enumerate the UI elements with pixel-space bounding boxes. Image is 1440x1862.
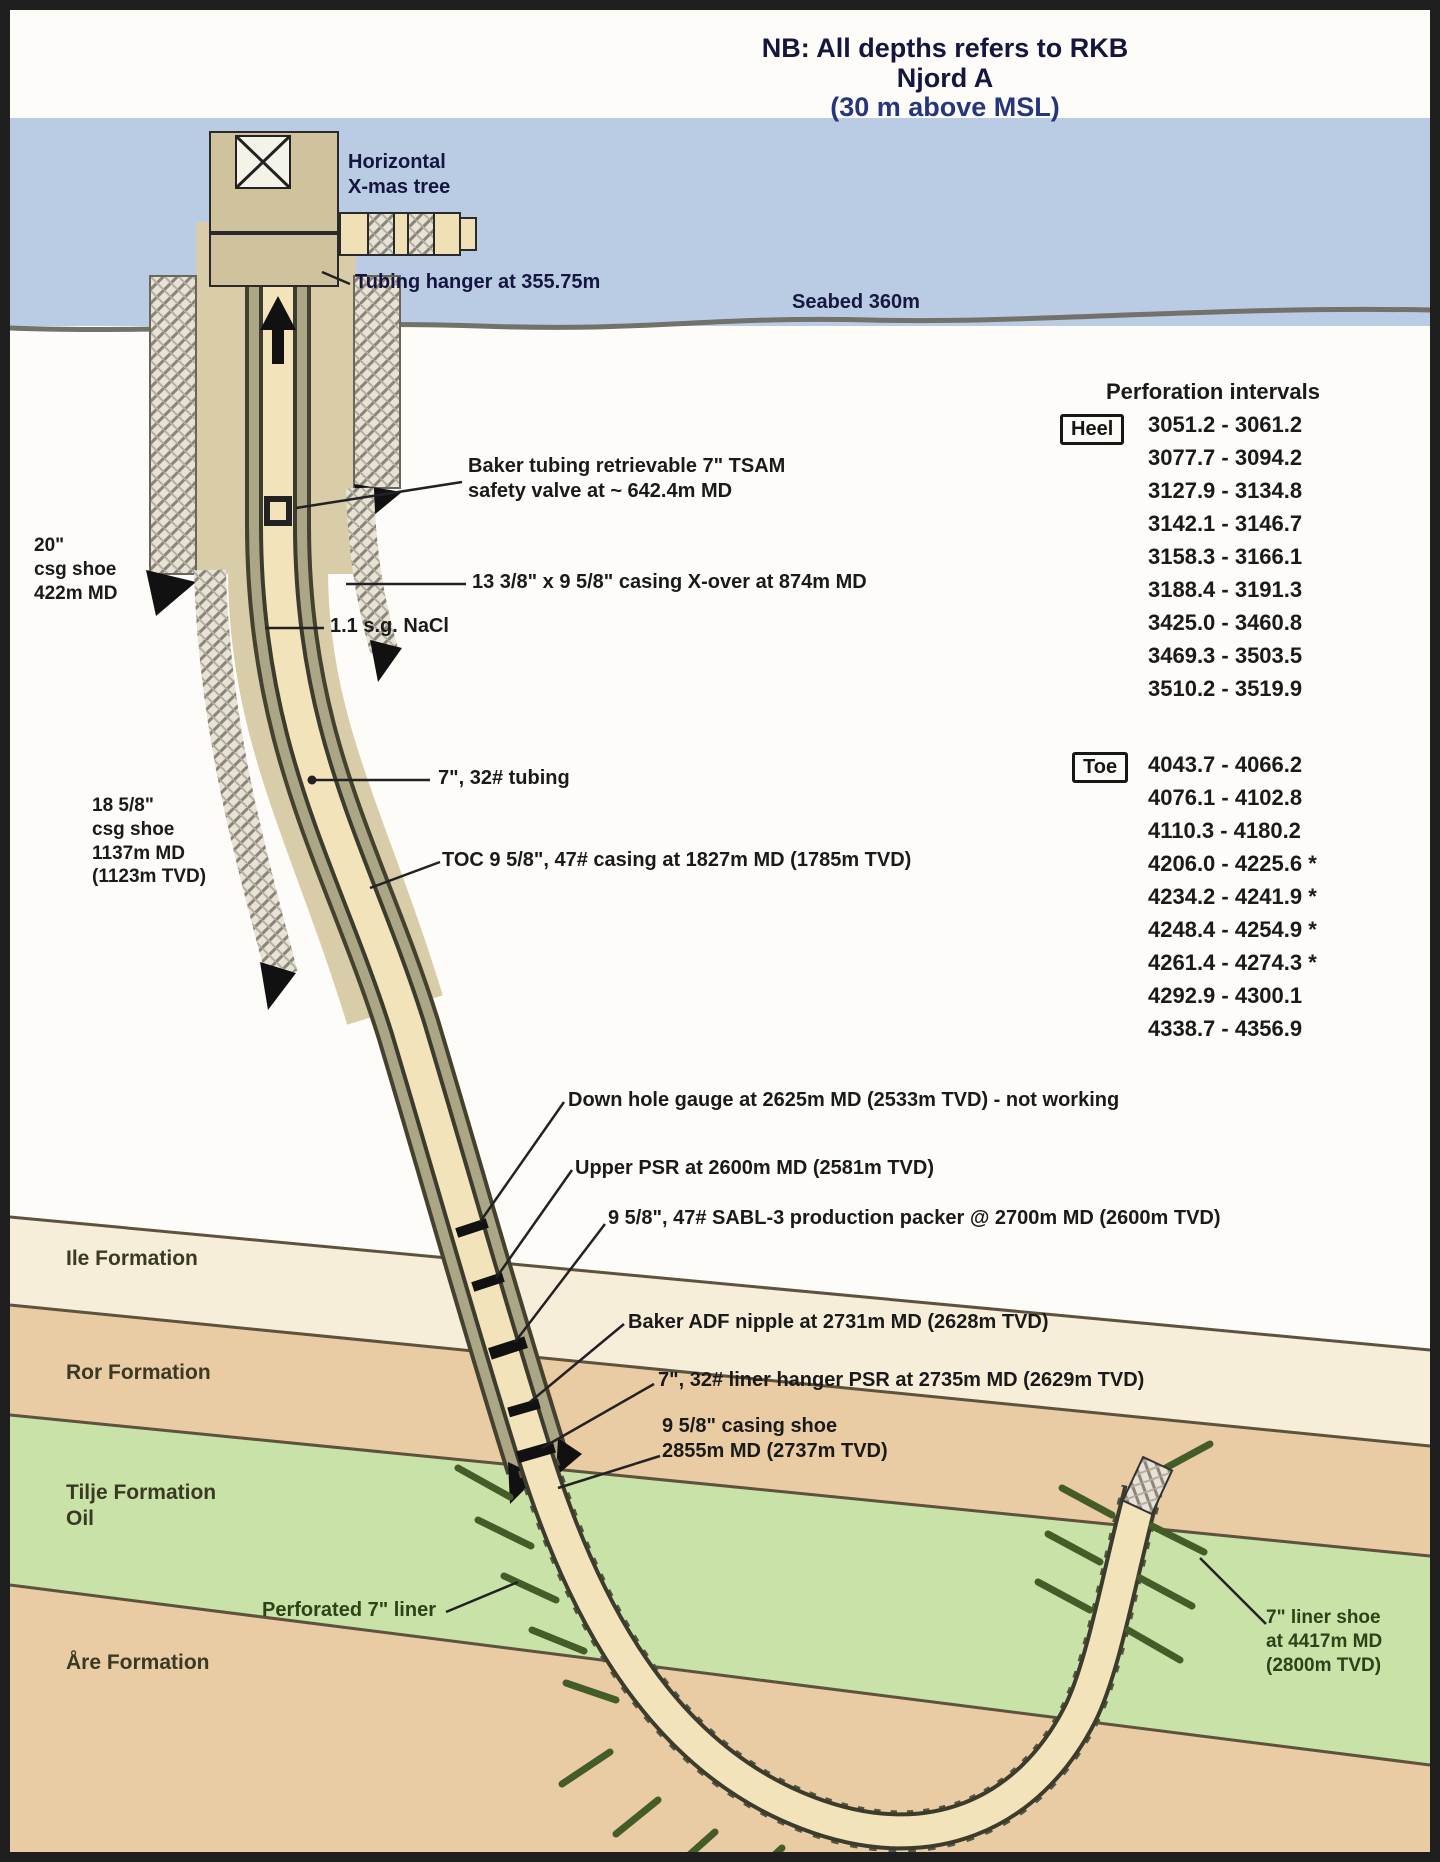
perforation-group-tag-heel: Heel <box>1060 414 1125 445</box>
perforation-intervals-header: Perforation intervals <box>1106 379 1320 404</box>
perf-interval: 4076.1 - 4102.8 <box>1148 785 1303 810</box>
perf-interval: 3077.7 - 3094.2 <box>1148 445 1303 470</box>
title-line-3: (30 m above MSL) <box>830 92 1060 123</box>
formation-label-are: Åre Formation <box>66 1651 210 1674</box>
production-packer-symbol <box>488 1336 528 1360</box>
perforated-liner-label: Perforated 7" liner <box>262 1599 436 1621</box>
perf-interval: 3510.2 - 3519.9 <box>1148 676 1303 701</box>
perf-interval: 4206.0 - 4225.6 * <box>1148 851 1317 876</box>
liner-shoe-label-line3: (2800m TVD) <box>1266 1654 1382 1676</box>
tubing-hanger-label: Tubing hanger at 355.75m <box>355 271 601 293</box>
casing-18-5-8 <box>194 487 402 1010</box>
csg18-label-line4: (1123m TVD) <box>92 866 207 888</box>
csg18-label-line2: csg shoe <box>92 818 175 840</box>
formation-label-tilje: Tilje Formation <box>66 1481 217 1504</box>
are-formation-band <box>10 1585 1430 1852</box>
tubing-string <box>259 150 1161 1851</box>
perf-interval: 3469.3 - 3503.5 <box>1148 643 1303 668</box>
perf-interval: 4261.4 - 4274.3 * <box>1148 950 1317 975</box>
xmas-tree-label-line1: Horizontal <box>348 151 446 173</box>
packer-label: 9 5/8", 47# SABL-3 production packer @ 2… <box>608 1207 1221 1229</box>
wellhead <box>209 131 477 287</box>
safety-valve-label-line1: Baker tubing retrievable 7" TSAM <box>468 455 786 477</box>
perf-interval: 3051.2 - 3061.2 <box>1148 412 1303 437</box>
title-block: NB: All depths refers to RKB Njord A (30… <box>740 33 1150 123</box>
perforation-group-tag-toe: Toe <box>1072 752 1129 783</box>
adf-nipple-label: Baker ADF nipple at 2731m MD (2628m TVD) <box>628 1311 1049 1333</box>
csg18-shoe-left <box>260 962 296 1010</box>
casing-shoe-label-line1: 9 5/8" casing shoe <box>662 1415 838 1437</box>
perf-interval: 3127.9 - 3134.8 <box>1148 478 1303 503</box>
perf-interval: 3142.1 - 3146.7 <box>1148 511 1303 536</box>
perf-interval: 4234.2 - 4241.9 * <box>1148 884 1317 909</box>
tubing-label: 7", 32# tubing <box>438 767 570 789</box>
perforation-spikes <box>454 1440 1214 1852</box>
liner-toe-cap <box>1121 1455 1174 1516</box>
upper-psr-label: Upper PSR at 2600m MD (2581m TVD) <box>575 1157 935 1179</box>
csg20-label-line3: 422m MD <box>34 582 118 604</box>
casing-shoe-label-line2: 2855m MD (2737m TVD) <box>662 1440 888 1462</box>
formation-label-tilje-oil: Oil <box>66 1507 95 1531</box>
liner-hanger-label: 7", 32# liner hanger PSR at 2735m MD (26… <box>658 1369 1145 1391</box>
csg18-label-line3: 1137m MD <box>92 842 185 864</box>
csg20-label-line1: 20" <box>34 535 65 556</box>
formation-label-ile: Ile Formation <box>66 1247 198 1270</box>
seabed-label: Seabed 360m <box>792 291 920 313</box>
nacl-label: 1.1 s.g. NaCl <box>330 615 449 637</box>
perf-interval: 4043.7 - 4066.2 <box>1148 752 1303 777</box>
xover-label: 13 3/8" x 9 5/8" casing X-over at 874m M… <box>472 571 867 593</box>
gauge-label: Down hole gauge at 2625m MD (2533m TVD) … <box>568 1089 1120 1111</box>
csg18-shoe-right <box>370 640 402 682</box>
perf-interval: 4292.9 - 4300.1 <box>1148 983 1303 1008</box>
perf-interval: 4338.7 - 4356.9 <box>1148 1016 1303 1041</box>
liner-shoe-label-line1: 7" liner shoe <box>1266 1607 1381 1628</box>
toc-label: TOC 9 5/8", 47# casing at 1827m MD (1785… <box>442 849 912 871</box>
downhole-gauge-symbol <box>455 1218 489 1238</box>
downhole-items <box>455 1218 556 1464</box>
csg18-label-line1: 18 5/8" <box>92 795 154 816</box>
safety-valve-label-line2: safety valve at ~ 642.4m MD <box>468 480 733 502</box>
csg20-label-line2: csg shoe <box>34 558 117 580</box>
title-line-2: Njord A <box>896 62 994 93</box>
adf-nipple-symbol <box>507 1398 541 1418</box>
conductor-20in <box>146 275 402 616</box>
leader-lines <box>265 270 1267 1625</box>
well-schematic-drawing <box>10 118 1430 1852</box>
perf-interval: 4110.3 - 4180.2 <box>1148 818 1301 843</box>
ile-formation-band <box>10 1217 1430 1446</box>
title-line-1: NB: All depths refers to RKB <box>761 33 1129 63</box>
csg9-shoe-right <box>556 1438 582 1476</box>
perf-interval: 3425.0 - 3460.8 <box>1148 610 1303 635</box>
formation-label-ror: Ror Formation <box>66 1361 211 1384</box>
perf-interval: 4248.4 - 4254.9 * <box>1148 917 1317 942</box>
xmas-tree-label-line2: X-mas tree <box>348 176 451 198</box>
perf-interval: 3188.4 - 3191.3 <box>1148 577 1303 602</box>
perf-interval: 3158.3 - 3166.1 <box>1148 544 1303 569</box>
liner-shoe-label-line2: at 4417m MD <box>1266 1630 1383 1652</box>
flow-arrow <box>260 296 296 364</box>
safety-valve-symbol <box>264 496 292 526</box>
csg20-shoe-left <box>146 570 196 616</box>
